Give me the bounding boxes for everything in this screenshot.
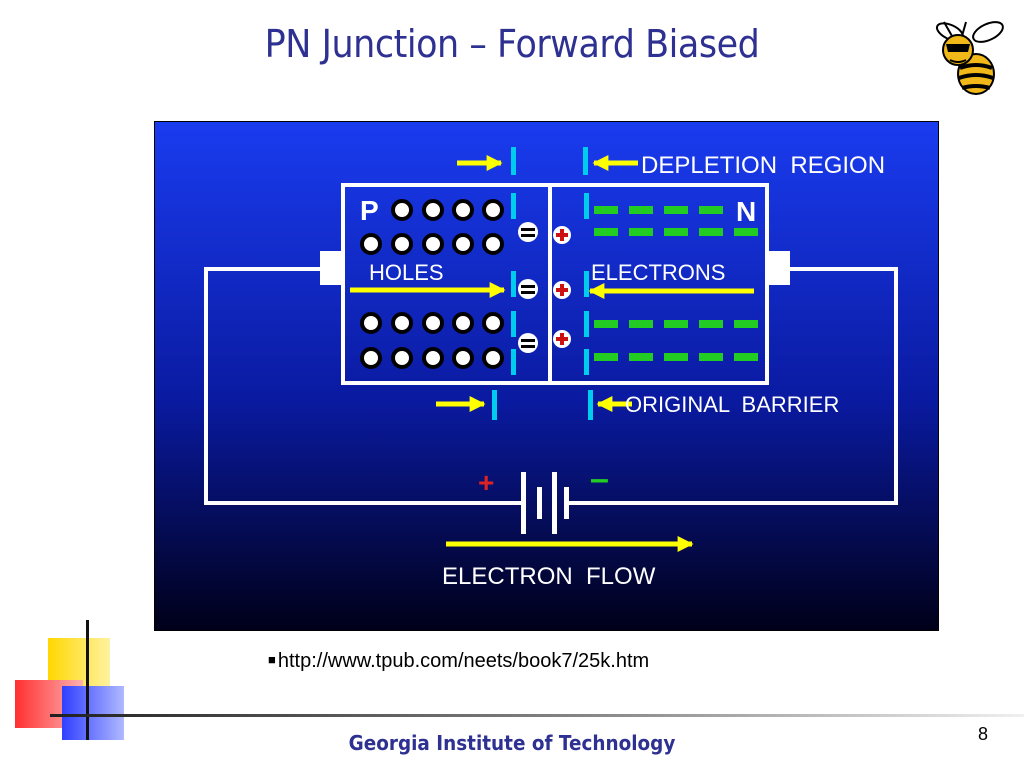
p-label: P bbox=[360, 195, 379, 226]
right-wire bbox=[567, 267, 898, 505]
bullet-icon: ■ bbox=[268, 652, 276, 667]
positive-ions bbox=[553, 226, 571, 348]
barrier-right-mark bbox=[588, 390, 593, 420]
electron-flow-label: ELECTRON FLOW bbox=[442, 563, 656, 590]
holes bbox=[360, 199, 504, 369]
battery-minus: – bbox=[590, 460, 609, 498]
yellow-jacket-mascot-icon bbox=[935, 21, 1004, 95]
source-url[interactable]: ■http://www.tpub.com/neets/book7/25k.htm bbox=[268, 650, 649, 673]
holes-label: HOLES bbox=[369, 260, 444, 285]
pn-junction-diagram: DEPLETION REGION P N bbox=[154, 121, 939, 631]
electrons bbox=[594, 206, 758, 361]
depletion-right-mark bbox=[583, 147, 588, 175]
left-wire bbox=[204, 267, 521, 505]
depletion-left-mark bbox=[511, 147, 516, 175]
page-number: 8 bbox=[978, 724, 989, 744]
junction-box bbox=[341, 183, 769, 385]
depletion-label: DEPLETION REGION bbox=[641, 152, 885, 179]
right-terminal bbox=[766, 251, 790, 285]
electrons-label: ELECTRONS bbox=[591, 260, 725, 285]
decorative-corner bbox=[15, 620, 1024, 740]
barrier-left-mark bbox=[492, 390, 497, 420]
left-terminal bbox=[320, 251, 344, 285]
battery-plus: + bbox=[478, 467, 494, 498]
source-url-text[interactable]: http://www.tpub.com/neets/book7/25k.htm bbox=[277, 650, 650, 672]
footer-institution: Georgia Institute of Technology bbox=[348, 731, 676, 755]
diagram-background bbox=[154, 121, 939, 631]
battery-icon bbox=[521, 472, 569, 534]
barrier-label: ORIGINAL BARRIER bbox=[625, 392, 839, 417]
negative-ions bbox=[518, 222, 538, 353]
slide-title: PN Junction – Forward Biased bbox=[264, 22, 760, 66]
n-label: N bbox=[736, 196, 756, 227]
